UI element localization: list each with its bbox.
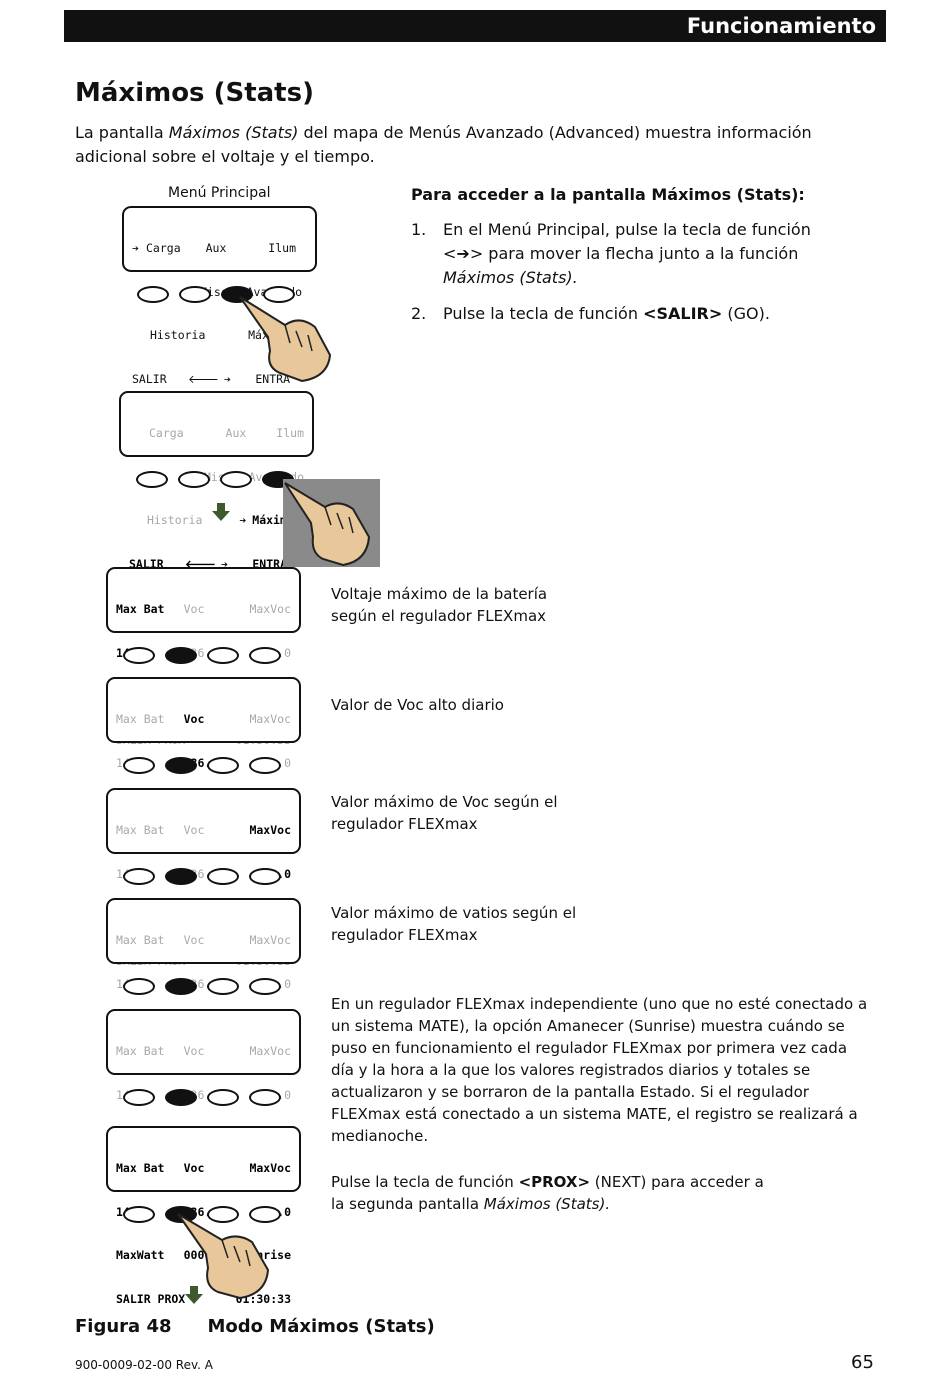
menu-caption: Menú Principal	[168, 185, 271, 201]
soft-key-4[interactable]	[249, 647, 281, 664]
description-voc: Valor de Voc alto diario	[331, 696, 504, 714]
document-number: 900-0009-02-00 Rev. A	[75, 1358, 213, 1372]
soft-key-2[interactable]	[165, 757, 197, 774]
description-maxwatt: Valor máximo de vatios según el regulado…	[331, 904, 577, 944]
soft-key-3[interactable]	[207, 757, 239, 774]
soft-key-2[interactable]	[179, 286, 211, 303]
soft-key-2[interactable]	[165, 1089, 197, 1106]
soft-key-1[interactable]	[123, 868, 155, 885]
soft-key-2[interactable]	[165, 1206, 197, 1223]
down-arrow-icon	[185, 1286, 203, 1304]
left-arrow-icon: 🡐	[188, 371, 219, 386]
procedure-step-1: 1. En el Menú Principal, pulse la tecla …	[411, 220, 811, 287]
soft-key-4[interactable]	[249, 1206, 281, 1223]
soft-key-3[interactable]	[221, 286, 253, 303]
soft-keys-row-4	[123, 757, 281, 774]
down-arrow-icon	[212, 503, 230, 521]
soft-key-1[interactable]	[123, 647, 155, 664]
section-header-bar: Funcionamiento	[64, 10, 886, 42]
soft-key-3[interactable]	[207, 868, 239, 885]
soft-key-3[interactable]	[207, 1089, 239, 1106]
soft-key-3[interactable]	[220, 471, 252, 488]
soft-key-3[interactable]	[207, 647, 239, 664]
page-number: 65	[851, 1352, 874, 1373]
description-next-key: Pulse la tecla de función <PROX> (NEXT) …	[331, 1173, 764, 1213]
soft-keys-row-5	[123, 868, 281, 885]
soft-key-2[interactable]	[165, 978, 197, 995]
page-title: Máximos (Stats)	[75, 78, 314, 108]
right-arrow-icon: ➔	[224, 371, 231, 386]
soft-key-1[interactable]	[123, 757, 155, 774]
description-max-bat: Voltaje máximo de la batería según el re…	[331, 585, 548, 625]
soft-key-2[interactable]	[178, 471, 210, 488]
description-sunrise: En un regulador FLEXmax independiente (u…	[331, 995, 868, 1145]
right-arrow-icon: ➔	[456, 244, 470, 263]
figure-label: Figura 48	[75, 1316, 172, 1337]
soft-keys-row-1	[137, 286, 295, 303]
soft-key-4[interactable]	[249, 757, 281, 774]
soft-key-4[interactable]	[263, 286, 295, 303]
pointing-hand-icon	[177, 1213, 270, 1300]
description-maxvoc: Valor máximo de Voc según el regulador F…	[331, 793, 558, 833]
intro-paragraph: La pantalla Máximos (Stats) del mapa de …	[75, 123, 812, 166]
pointing-hand-icon	[284, 482, 371, 567]
right-arrow-icon: ➔	[221, 556, 228, 571]
soft-key-4[interactable]	[249, 978, 281, 995]
soft-key-3[interactable]	[207, 1206, 239, 1223]
soft-keys-row-7	[123, 1089, 281, 1106]
soft-keys-row-2	[136, 471, 294, 488]
soft-key-4[interactable]	[249, 1089, 281, 1106]
soft-key-1[interactable]	[123, 978, 155, 995]
soft-key-3[interactable]	[207, 978, 239, 995]
soft-key-1[interactable]	[137, 286, 169, 303]
soft-key-2[interactable]	[165, 647, 197, 664]
section-title: Funcionamiento	[686, 14, 876, 38]
figure-caption: Figura 48 Modo Máximos (Stats)	[75, 1316, 435, 1337]
procedure-step-2: 2. Pulse la tecla de función <SALIR> (GO…	[411, 304, 770, 323]
procedure-heading: Para acceder a la pantalla Máximos (Stat…	[411, 185, 805, 204]
pointing-hand-icon	[239, 296, 332, 383]
soft-keys-row-3	[123, 647, 281, 664]
soft-keys-row-8	[123, 1206, 281, 1223]
soft-key-1[interactable]	[123, 1206, 155, 1223]
soft-keys-row-6	[123, 978, 281, 995]
soft-key-1[interactable]	[136, 471, 168, 488]
procedure-steps: 1. En el Menú Principal, pulse la tecla …	[411, 218, 841, 338]
soft-key-1[interactable]	[123, 1089, 155, 1106]
soft-key-4[interactable]	[249, 868, 281, 885]
figure-title: Modo Máximos (Stats)	[207, 1316, 435, 1337]
soft-key-2[interactable]	[165, 868, 197, 885]
